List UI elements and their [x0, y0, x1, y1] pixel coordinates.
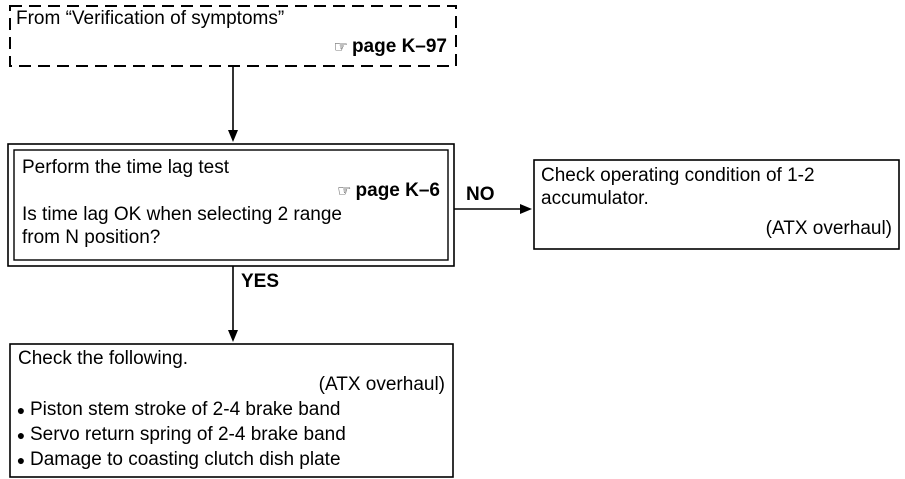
no-label: NO [466, 184, 495, 205]
decision-ref-label: page K–6 [355, 180, 440, 201]
no-box-line-1: Check operating condition of 1-2 [541, 165, 815, 186]
decision-line-3: from N position? [22, 227, 161, 248]
start-box-ref-label: page K–97 [351, 36, 447, 57]
list-item: ●Damage to coasting clutch dish plate [12, 449, 346, 471]
bullet-icon: ● [16, 427, 26, 443]
list-item: ●Piston stem stroke of 2-4 brake band [12, 399, 346, 421]
list-item: ●Servo return spring of 2-4 brake band [12, 424, 346, 446]
decision-line-2: Is time lag OK when selecting 2 range [22, 204, 343, 225]
decision-box-inner [13, 149, 449, 261]
arrow-head-yes [228, 330, 238, 342]
no-box-note: (ATX overhaul) [765, 218, 892, 239]
arrow-head-decision [228, 130, 238, 142]
yes-label: YES [241, 271, 280, 292]
no-box-line-2: accumulator. [541, 188, 649, 209]
yes-box-border [9, 343, 454, 478]
start-box-ref: ☞page K–97 [200, 36, 447, 59]
bullet-icon: ● [16, 452, 26, 468]
yes-box-title: Check the following. [18, 348, 189, 369]
start-box-text: From “Verification of symptoms” [16, 8, 285, 29]
hand-pointer-icon: ☞ [337, 183, 352, 200]
arrow-head-no [520, 204, 532, 214]
no-box-border [533, 159, 900, 250]
bullet-icon: ● [16, 402, 26, 418]
yes-box-note: (ATX overhaul) [318, 374, 445, 395]
decision-box-outer [7, 143, 455, 267]
decision-line-1: Perform the time lag test [22, 157, 229, 178]
hand-pointer-icon: ☞ [333, 39, 348, 56]
decision-ref: ☞page K–6 [200, 180, 440, 203]
yes-box-list: ●Piston stem stroke of 2-4 brake band ●S… [12, 399, 346, 471]
